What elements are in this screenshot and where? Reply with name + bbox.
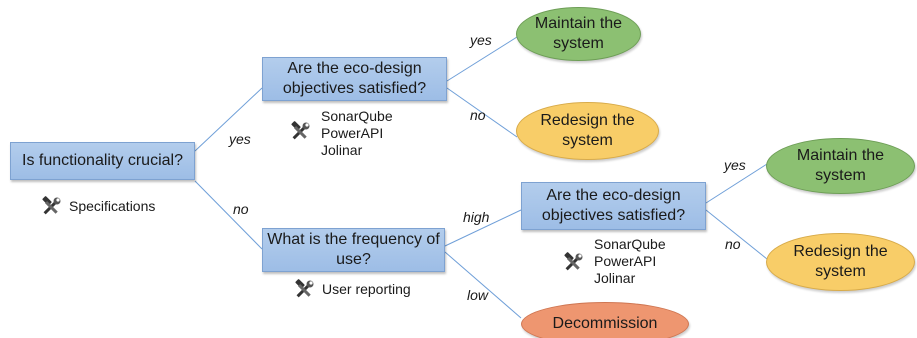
edge-label-eco-top-no: no xyxy=(470,107,486,123)
hammer-wrench-icon xyxy=(295,279,314,298)
tool-sonarqube: SonarQube xyxy=(594,236,666,252)
eco-bottom-question-box: Are the eco-design objectives satisfied? xyxy=(521,182,706,230)
eco-top-question-box: Are the eco-design objectives satisfied? xyxy=(262,57,447,101)
tool-powerapi: PowerAPI xyxy=(594,253,657,269)
tool-sonarqube: SonarQube xyxy=(321,108,393,124)
edge-label-root-yes: yes xyxy=(229,131,251,147)
edge-eco-bottom-no xyxy=(705,209,768,260)
frequency-tools: User reporting xyxy=(322,281,411,298)
eco-top-question-text: Are the eco-design objectives satisfied? xyxy=(282,60,427,97)
maintain-bottom-text: Maintain the system xyxy=(796,147,885,184)
tool-powerapi: PowerAPI xyxy=(321,125,384,141)
decommission-text: Decommission xyxy=(552,315,658,332)
tool-specifications: Specifications xyxy=(69,198,156,214)
root-tools: Specifications xyxy=(69,198,155,215)
tool-jolinar: Jolinar xyxy=(594,270,636,286)
redesign-top-oval: Redesign the system xyxy=(516,102,659,160)
edge-label-root-no: no xyxy=(233,201,249,217)
redesign-bottom-text: Redesign the system xyxy=(793,243,888,280)
root-question-text: Is functionality crucial? xyxy=(22,152,183,169)
edge-eco-bottom-yes xyxy=(705,163,768,204)
edge-root-no xyxy=(194,180,263,250)
hammer-wrench-icon xyxy=(42,196,61,215)
eco-top-tools: SonarQube PowerAPI Jolinar xyxy=(321,108,393,159)
redesign-top-text: Redesign the system xyxy=(540,112,635,149)
edge-label-eco-top-yes: yes xyxy=(470,32,492,48)
edge-root-yes xyxy=(194,87,263,152)
edge-freq-high xyxy=(444,209,522,247)
edge-eco-top-yes xyxy=(446,36,518,82)
edge-label-freq-low: low xyxy=(467,287,489,303)
tool-jolinar: Jolinar xyxy=(321,142,363,158)
maintain-bottom-oval: Maintain the system xyxy=(766,138,915,194)
root-question-box: Is functionality crucial? xyxy=(10,142,195,180)
tool-user-reporting: User reporting xyxy=(322,281,411,297)
eco-bottom-question-text: Are the eco-design objectives satisfied? xyxy=(541,187,686,224)
maintain-top-text: Maintain the system xyxy=(534,15,623,52)
edge-label-freq-high: high xyxy=(463,209,490,225)
hammer-wrench-icon xyxy=(291,121,310,140)
hammer-wrench-icon xyxy=(564,252,583,271)
eco-bottom-tools: SonarQube PowerAPI Jolinar xyxy=(594,236,666,287)
redesign-bottom-oval: Redesign the system xyxy=(766,233,915,291)
edge-freq-low xyxy=(444,251,522,319)
frequency-question-text: What is the frequency of use? xyxy=(267,231,440,268)
edge-eco-top-no xyxy=(446,87,518,138)
edge-label-eco-bottom-yes: yes xyxy=(724,157,746,173)
edge-label-eco-bottom-no: no xyxy=(725,236,741,252)
maintain-top-oval: Maintain the system xyxy=(516,7,641,61)
frequency-question-box: What is the frequency of use? xyxy=(262,228,445,272)
decommission-oval: Decommission xyxy=(521,302,689,338)
